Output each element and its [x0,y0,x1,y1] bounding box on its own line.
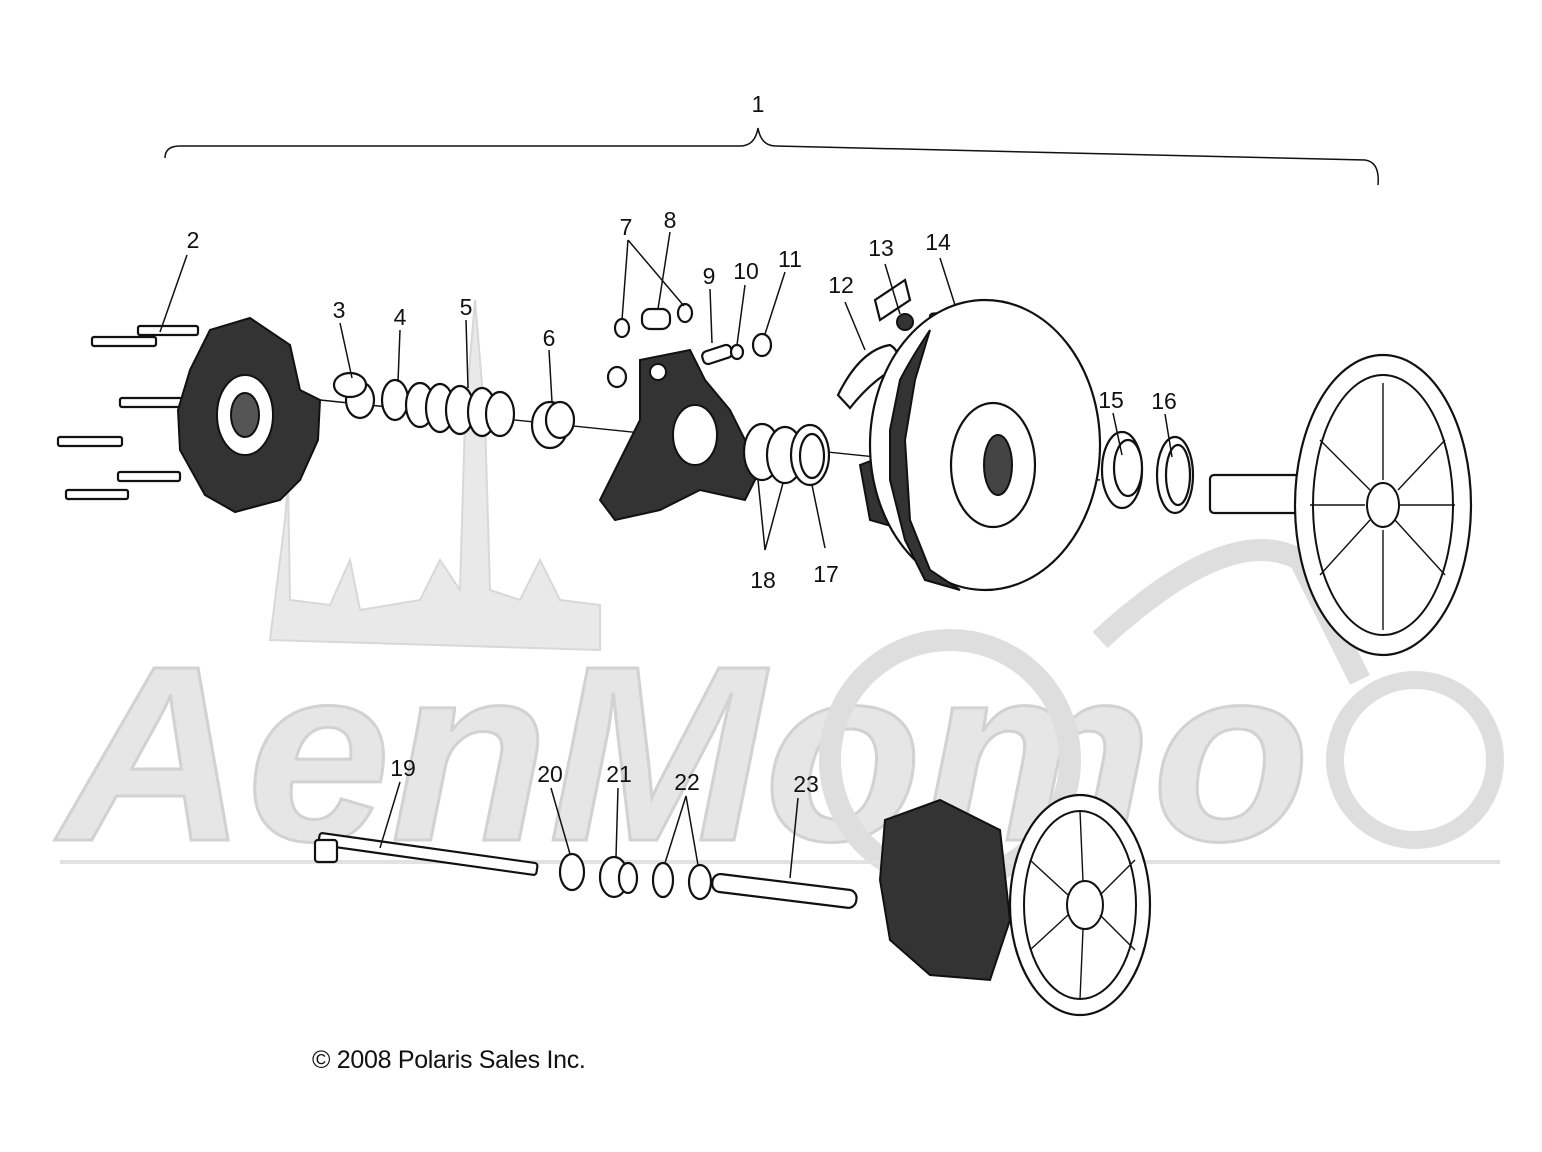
part-4-ring [380,378,410,422]
callout-18: 18 [750,567,776,593]
part-20-lockwasher [558,852,586,892]
callout-5: 5 [460,294,473,320]
part-7-washer-a [613,317,631,339]
callout-20: 20 [537,761,563,787]
movable-sheave [858,278,1102,592]
callout-4: 4 [394,304,407,330]
callout-7: 7 [620,214,633,240]
callout-11: 11 [778,246,802,272]
callout-labels: 1 2 3 4 5 6 7 8 9 10 11 12 13 14 15 16 1… [187,91,1177,797]
part-13-nut [896,313,914,331]
callout-14: 14 [925,229,951,255]
part-washer-left [606,365,628,389]
callout-6: 6 [543,325,556,351]
part-6-bushing [530,400,576,450]
watermark-logo: AenMomo [52,299,1504,895]
part-9-pin [701,343,734,366]
callout-17: 17 [813,561,839,587]
callout-9: 9 [703,263,716,289]
part-2-cover [176,316,322,514]
part-19-bolt [317,832,539,876]
callout-22: 22 [674,769,700,795]
assembled-clutch [878,793,1152,1017]
callout-1: 1 [752,91,765,117]
part-5-spring [404,381,516,438]
callout-13: 13 [868,235,894,261]
spider-assembly [598,348,762,522]
part-22-ring-b [687,863,713,901]
callout-8: 8 [664,207,677,233]
callout-15: 15 [1098,387,1124,413]
copyright-notice: © 2008 Polaris Sales Inc. [312,1046,586,1074]
callout-12: 12 [828,272,854,298]
assembly-brace [164,127,1379,186]
callout-23: 23 [793,771,819,797]
leader-lines [159,231,1173,879]
part-3-bushing [332,371,376,420]
part-8-roller [640,307,672,331]
part-7-washer-b [676,302,694,324]
part-2-bolts [56,324,200,501]
callout-19: 19 [390,755,416,781]
part-11-bushing [751,332,773,358]
callout-10: 10 [733,258,759,284]
part-10-washer [729,343,745,361]
svg-text:AenMomo: AenMomo [54,614,1310,893]
callout-16: 16 [1151,388,1177,414]
callout-3: 3 [333,297,346,323]
part-22-ring-a [651,861,675,899]
part-23-tube [711,872,858,909]
callout-2: 2 [187,227,200,253]
fixed-sheave [1208,353,1473,657]
callout-21: 21 [606,761,632,787]
